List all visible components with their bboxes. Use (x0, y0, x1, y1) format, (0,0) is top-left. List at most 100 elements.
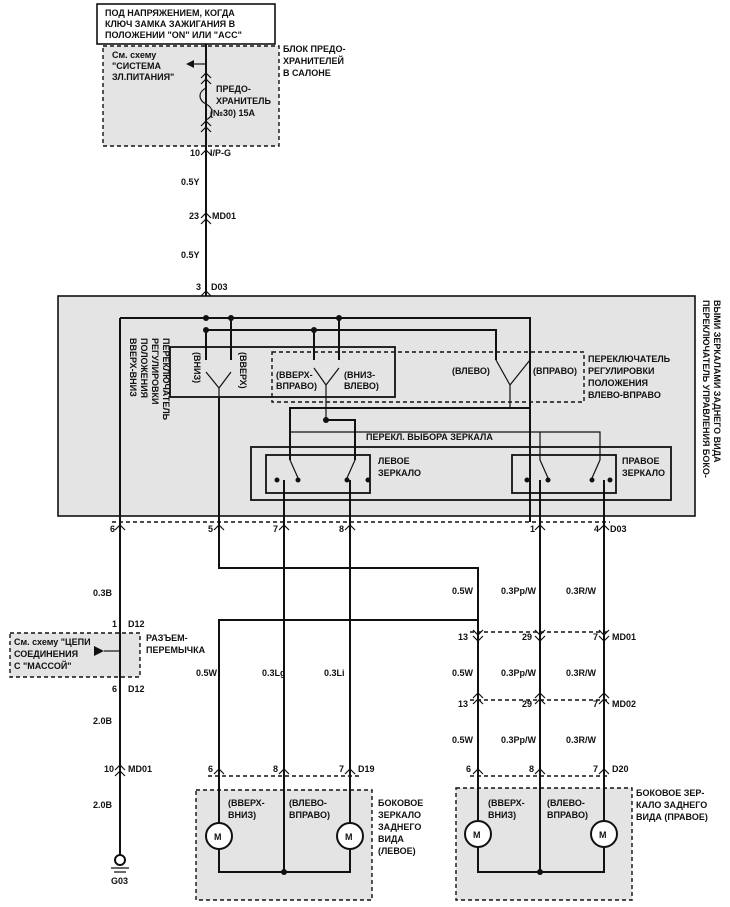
bottom-pin-6: 6 (110, 524, 115, 534)
right-wc3: 0.3R/W (566, 735, 597, 745)
right-mirror-switch (511, 454, 617, 494)
right-title-line3: ВИДА (ПРАВОЕ) (636, 812, 708, 822)
right-wc1: 0.3R/W (566, 586, 597, 596)
pin-10: 10 (190, 148, 200, 158)
updown-switch-line3: ПОЛОЖЕНИЯ (139, 338, 149, 398)
fuse-conn-bottom (200, 120, 212, 133)
switch-right-label: (ВПРАВО) (533, 366, 577, 376)
control-unit-title-line1: ПЕРЕКЛЮЧАТЕЛЬ УПРАВЛЕНИЯ БОКО- (701, 300, 711, 478)
jumper-arrow (94, 646, 104, 656)
right-motor-2-label: M (599, 830, 607, 840)
power-note-box (96, 3, 276, 45)
right-m2-line1: (ВЛЕВО- (547, 798, 585, 808)
ground-md01-mark (114, 764, 126, 777)
ground-wire-03b: 0.3B (93, 588, 113, 598)
bottom-pin-1: 1 (530, 524, 535, 534)
left-common-dot (281, 869, 287, 875)
left-mirror-frame (195, 789, 373, 901)
fuse-ref-arrowhead (186, 60, 194, 68)
left-title-line5: (ЛЕВОЕ) (378, 846, 416, 856)
rm-pole-3 (589, 477, 595, 483)
bus-mid (206, 329, 497, 360)
left-mirror-contacts (289, 459, 356, 479)
left-wire-c: 0.3Li (324, 668, 345, 678)
rm-pole-1 (524, 477, 530, 483)
control-unit-shade (58, 296, 695, 516)
right-mirror-frame (455, 787, 633, 901)
down-left-line1: (ВНИЗ- (344, 370, 375, 380)
fuse-ref-line3: ЗЛ.ПИТАНИЯ" (112, 72, 174, 82)
right-conn3: D20 (612, 764, 629, 774)
conn-md01-top: MD01 (212, 211, 236, 221)
fuse-ref-line2: "СИСТЕМА (112, 61, 162, 71)
right-m1-line1: (ВВЕРХ- (488, 798, 525, 808)
lm-pole-1 (274, 477, 280, 483)
bus-top (120, 317, 531, 522)
right-pb2: 29 (522, 699, 532, 709)
lr-switch-line2: РЕГУЛИРОВКИ (588, 366, 655, 376)
left-pin-6: 6 (208, 764, 213, 774)
right-pb1: 29 (522, 632, 532, 642)
ground-pin-1: 1 (112, 619, 117, 629)
jumper-frame (9, 632, 141, 678)
right-pa2: 13 (458, 699, 468, 709)
bottom-pin-4: 4 (594, 524, 599, 534)
right-pa1: 13 (458, 632, 468, 642)
junction-1 (203, 315, 209, 321)
right-common-dot (537, 869, 543, 875)
down-left-line2: ВЛЕВО) (344, 381, 379, 391)
left-motor-2-label: M (345, 832, 353, 842)
selector-frame (250, 446, 672, 501)
updown-switch-line4: ВВЕРХ-ВНИЗ (128, 338, 138, 397)
selector-label: ПЕРЕКЛ. ВЫБОРА ЗЕРКАЛА (366, 432, 493, 442)
updown-switch-line2: РЕГУЛИРОВКИ (150, 338, 160, 405)
right-conn1-marks (472, 629, 610, 642)
conn-ipg-mark (200, 149, 212, 156)
right-wb1: 0.3Pp/W (501, 586, 537, 596)
fuse-block-frame (102, 45, 280, 147)
rm-pole-4 (607, 477, 613, 483)
fuse-block-title-line1: БЛОК ПРЕДО- (283, 44, 345, 54)
right-pc3: 7 (593, 764, 598, 774)
updown-switch-box (169, 346, 396, 398)
lr-switch-line3: ПОЛОЖЕНИЯ (588, 378, 648, 388)
power-note-line2: КЛЮЧ ЗАМКА ЗАЖИГАНИЯ В (105, 19, 236, 29)
left-m2-line2: ВПРАВО) (289, 810, 330, 820)
left-motor-1-label: M (214, 832, 222, 842)
conn-md01-top-mark (200, 212, 212, 225)
right-conn2: MD02 (612, 699, 636, 709)
jumper-shade (10, 633, 140, 677)
ground-pin-6: 6 (112, 684, 117, 694)
jumper-ref-line2: СОЕДИНЕНИЯ (14, 649, 78, 659)
jumper-ref-line3: С "МАССОЙ" (14, 660, 72, 671)
pin-23: 23 (189, 211, 199, 221)
right-pa3: 6 (466, 764, 471, 774)
right-mirror-line2: ЗЕРКАЛО (622, 468, 665, 478)
right-title-line1: БОКОВОЕ ЗЕР- (636, 788, 704, 798)
right-pb3: 8 (529, 764, 534, 774)
fuse-label-line2: ХРАНИТЕЛЬ (216, 96, 271, 106)
left-feed (218, 619, 478, 872)
pin-3: 3 (196, 282, 201, 292)
left-title-line2: ЗЕРКАЛО (378, 810, 421, 820)
left-wire-a: 0.5W (196, 668, 218, 678)
lm-pole-3 (344, 477, 350, 483)
left-conn-d19: D19 (358, 764, 375, 774)
ground-g03: G03 (111, 876, 128, 886)
right-motor-1-label: M (473, 830, 481, 840)
pin5-to-right (218, 560, 479, 872)
bottom-pin-5: 5 (208, 524, 213, 534)
left-m1-line2: ВНИЗ) (228, 810, 256, 820)
conn-d03-top-mark (200, 290, 212, 297)
lm-pole-4 (365, 477, 371, 483)
left-m2-line1: (ВЛЕВО- (289, 798, 327, 808)
right-conn1: MD01 (612, 632, 636, 642)
jumper-ref-line1: См. схему "ЦЕПИ (14, 637, 91, 647)
right-wb3: 0.3Pp/W (501, 735, 537, 745)
right-m1-line2: ВНИЗ) (488, 810, 516, 820)
ground-wire-20b-b: 2.0B (93, 800, 113, 810)
power-note-line1: ПОД НАПРЯЖЕНИЕМ, КОГДА (105, 8, 235, 18)
bottom-pin-8: 8 (339, 524, 344, 534)
updown-switch-line1: ПЕРЕКЛЮЧАТЕЛЬ (161, 338, 171, 421)
fuse-label-line3: (№30) 15A (210, 108, 256, 118)
